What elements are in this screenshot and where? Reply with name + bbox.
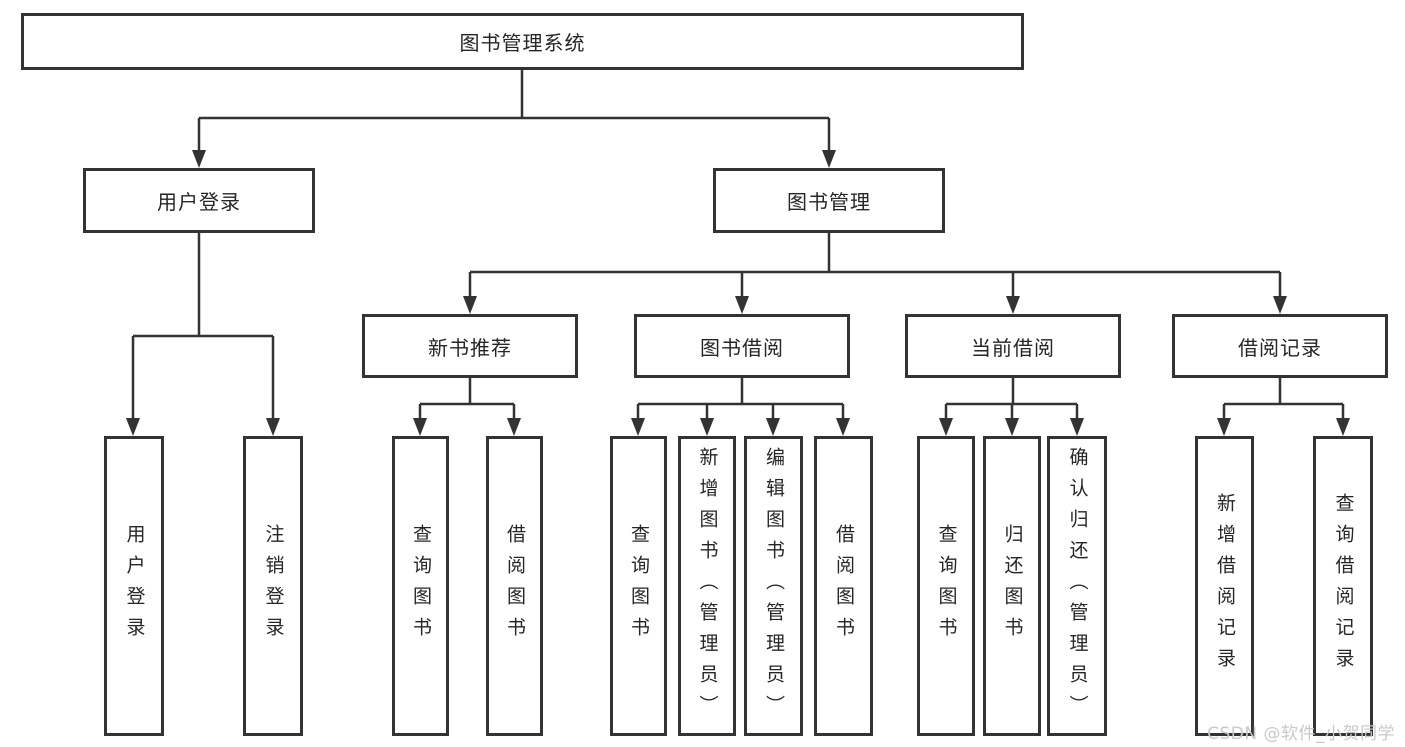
leaf-label: 借阅图书 [833, 524, 855, 648]
leaf-label: 新增借阅记录 [1214, 493, 1236, 679]
csdn-watermark: CSDN @软件_小贺同学 [1207, 724, 1395, 744]
arrow-down-icon [1006, 296, 1020, 314]
arrow-down-icon [1273, 296, 1287, 314]
arrow-down-icon [939, 418, 953, 436]
arrow-down-icon [1217, 418, 1231, 436]
leaf-label: 查询图书 [410, 524, 432, 648]
node-book-borrow: 图书借阅 [634, 314, 850, 378]
node-label: 借阅记录 [1238, 335, 1322, 360]
arrow-down-icon [766, 418, 780, 436]
leaf-query-books-borrow: 查询图书 [610, 436, 667, 736]
connector-current-borrow-to-leaves [944, 378, 1079, 428]
arrow-down-icon [192, 150, 206, 168]
connector-user-login-to-leaves [131, 233, 275, 428]
leaf-borrow-books: 借阅图书 [814, 436, 873, 736]
leaf-confirm-return-admin: 确认归还（管理员） [1047, 436, 1107, 736]
connector-book-mgmt-to-level3 [468, 233, 1282, 306]
leaf-label: 用户登录 [123, 524, 146, 648]
leaf-label: 新增图书（管理员） [696, 446, 719, 726]
arrow-down-icon [463, 296, 477, 314]
leaf-label: 注销登录 [262, 524, 285, 648]
arrow-down-icon [836, 418, 850, 436]
leaf-query-books-current: 查询图书 [917, 436, 975, 736]
leaf-logout: 注销登录 [243, 436, 303, 736]
node-user-login: 用户登录 [83, 168, 315, 233]
leaf-return-book: 归还图书 [983, 436, 1041, 736]
node-current-borrow: 当前借阅 [905, 314, 1121, 378]
connector-root-to-level2 [197, 70, 831, 160]
leaf-edit-book-admin: 编辑图书（管理员） [744, 436, 803, 736]
arrow-down-icon [1070, 418, 1084, 436]
arrow-down-icon [1005, 418, 1019, 436]
leaf-label: 借阅图书 [504, 524, 526, 648]
arrow-down-icon [266, 418, 280, 436]
arrow-down-icon [735, 296, 749, 314]
node-new-book-recommend: 新书推荐 [362, 314, 578, 378]
leaf-query-books-recommend: 查询图书 [392, 436, 449, 736]
arrow-down-icon [822, 150, 836, 168]
leaf-label: 确认归还（管理员） [1066, 446, 1089, 726]
leaf-query-borrow-record: 查询借阅记录 [1313, 436, 1373, 736]
node-label: 用户登录 [157, 190, 241, 214]
arrow-down-icon [126, 418, 140, 436]
node-label: 新书推荐 [428, 335, 512, 360]
arrow-down-icon [507, 418, 521, 436]
leaf-label: 查询图书 [935, 524, 958, 648]
arrow-down-icon [700, 418, 714, 436]
leaf-label: 查询图书 [628, 524, 650, 648]
leaf-label: 查询借阅记录 [1332, 493, 1355, 679]
leaf-borrow-books-recommend: 借阅图书 [486, 436, 543, 736]
leaf-add-book-admin: 新增图书（管理员） [678, 436, 736, 736]
node-label: 当前借阅 [971, 335, 1055, 360]
node-borrow-records: 借阅记录 [1172, 314, 1388, 378]
arrow-down-icon [413, 418, 427, 436]
node-label: 图书管理 [787, 190, 871, 214]
connector-borrow-records-to-leaves [1222, 378, 1345, 428]
leaf-add-borrow-record: 新增借阅记录 [1195, 436, 1254, 736]
node-label: 图书借阅 [700, 335, 784, 360]
node-root-book-management-system: 图书管理系统 [21, 13, 1024, 70]
node-book-management: 图书管理 [713, 168, 945, 233]
leaf-label: 归还图书 [1001, 524, 1024, 648]
arrow-down-icon [1336, 418, 1350, 436]
leaf-user-login: 用户登录 [104, 436, 164, 736]
node-label: 图书管理系统 [459, 31, 586, 55]
connector-new-book-rec-to-leaves [418, 378, 516, 428]
connector-book-borrow-to-leaves [636, 378, 845, 428]
leaf-label: 编辑图书（管理员） [763, 446, 785, 726]
arrow-down-icon [631, 418, 645, 436]
